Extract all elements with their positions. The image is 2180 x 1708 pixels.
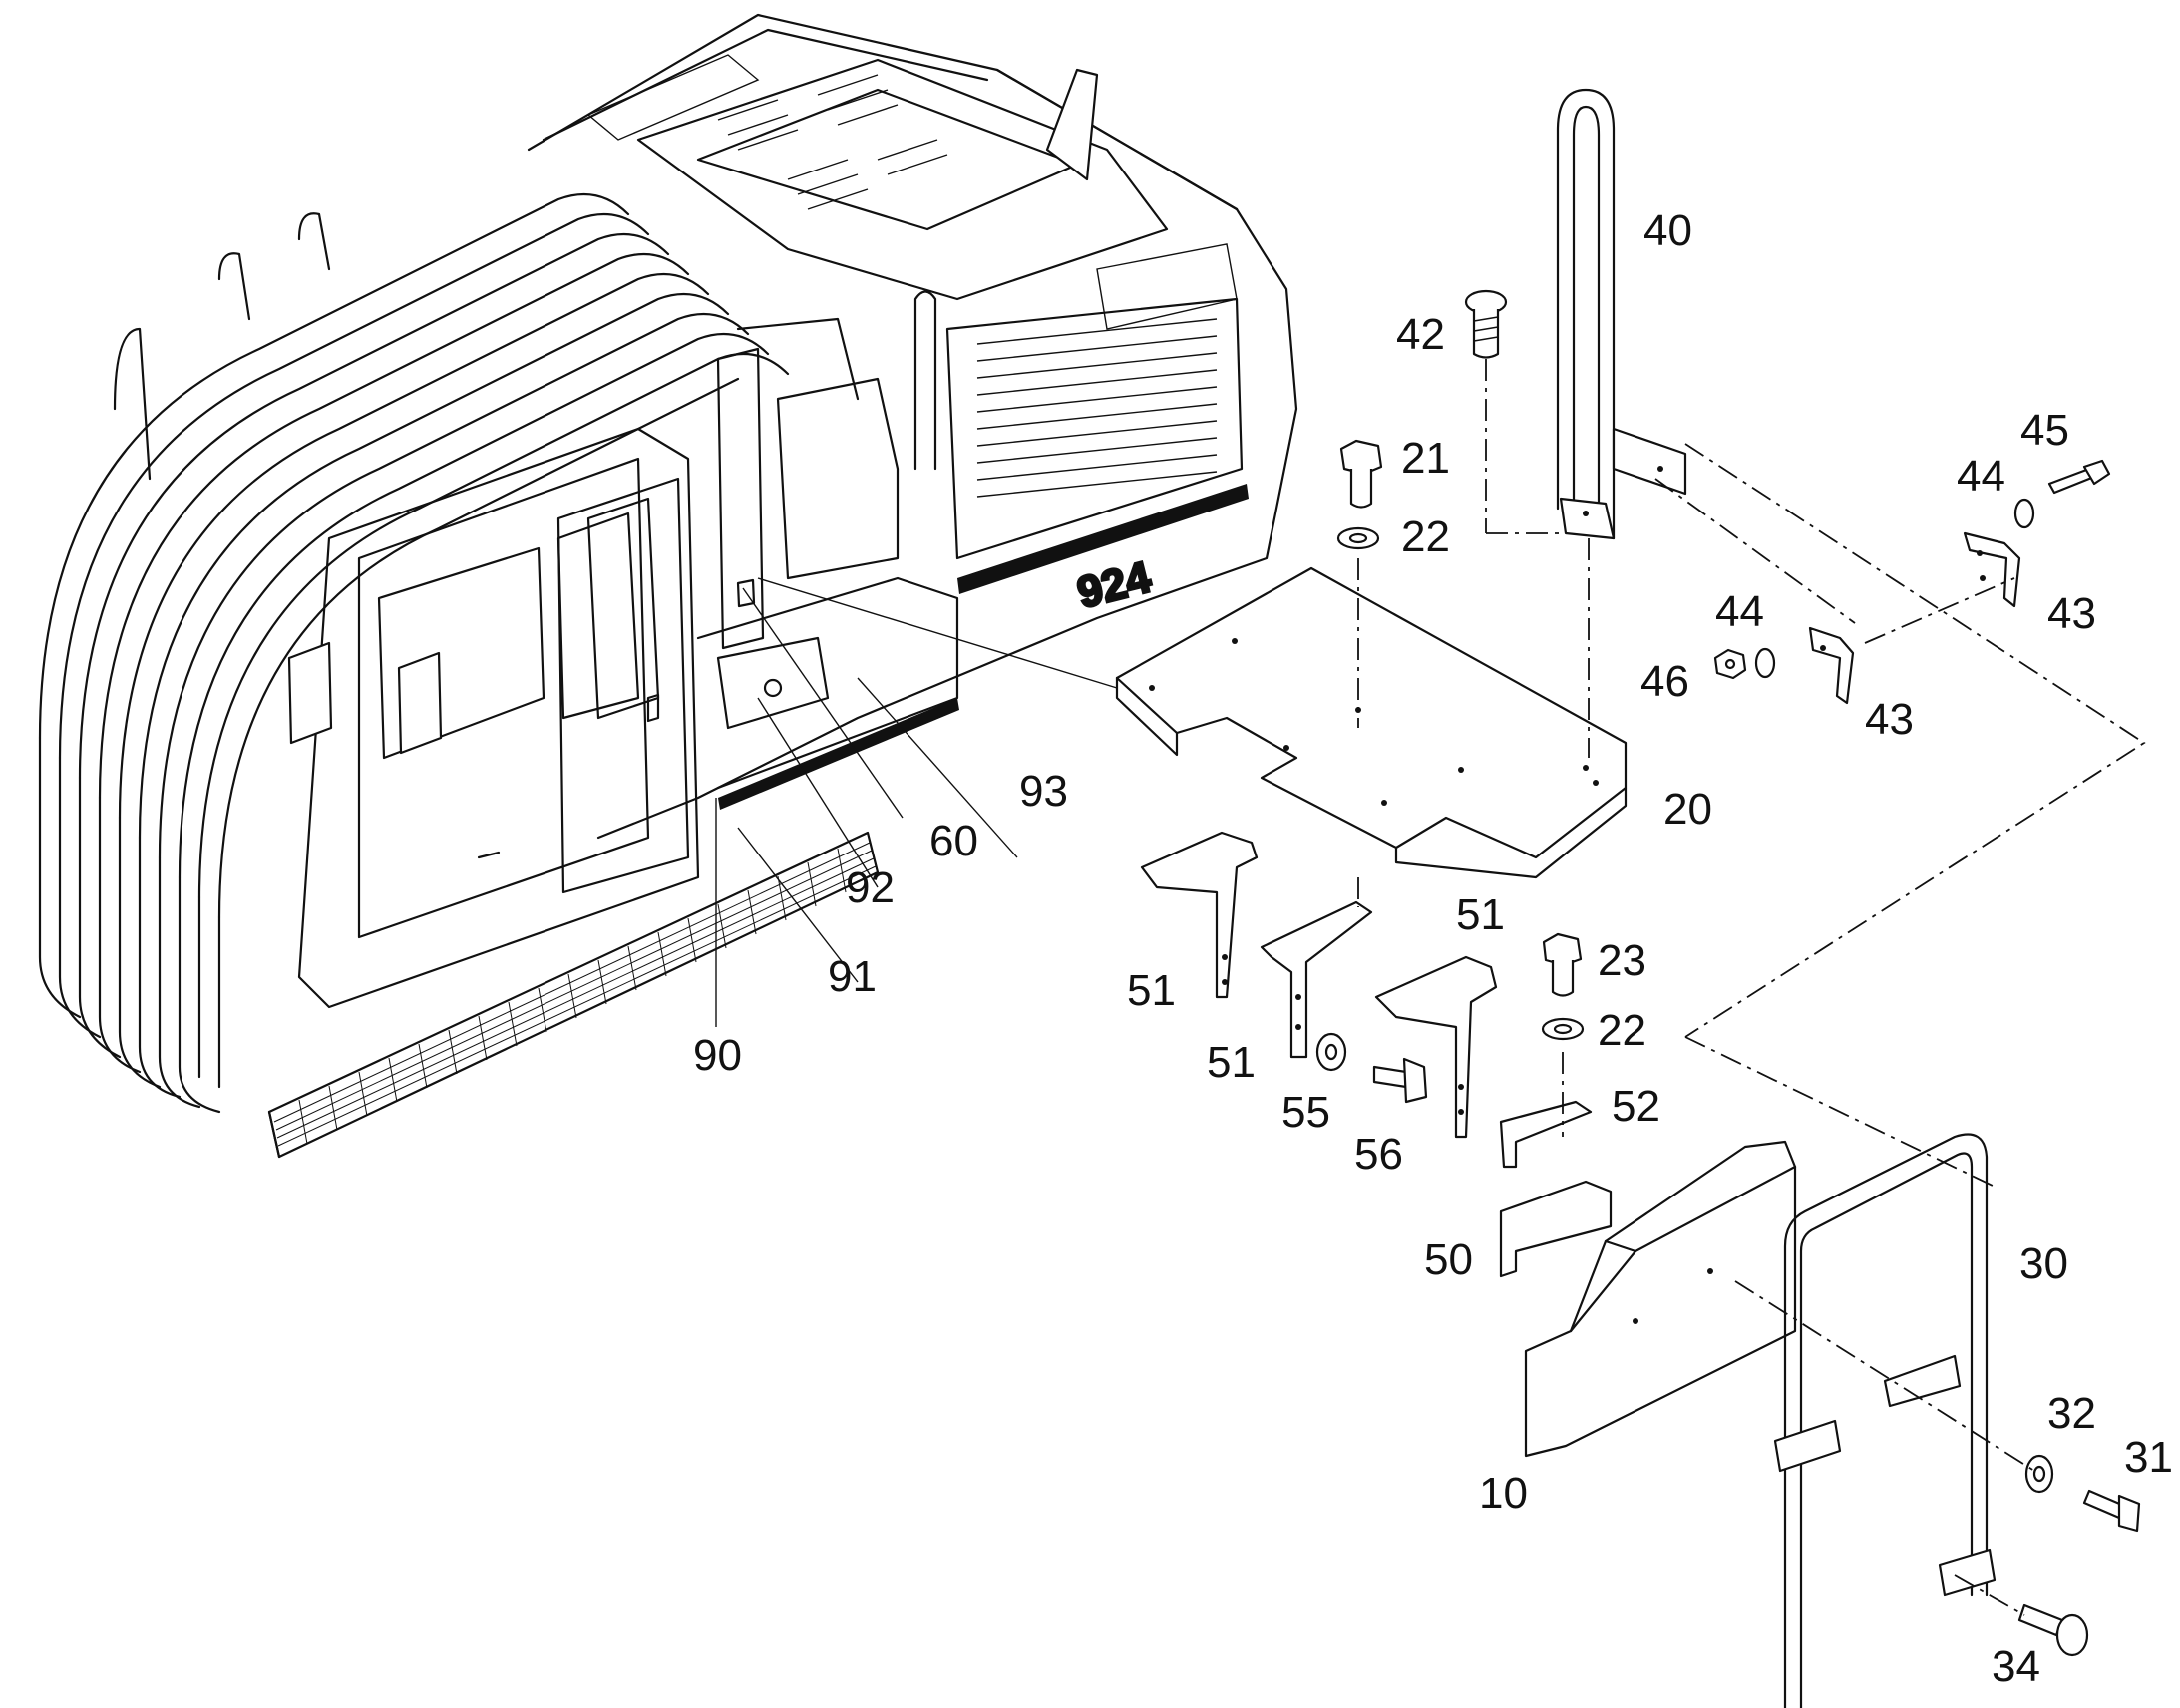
washer-22-bottom	[1541, 1017, 1585, 1041]
callout-55: 55	[1281, 1088, 1330, 1137]
washer-22-top	[1336, 526, 1380, 550]
callout-42: 42	[1396, 310, 1445, 359]
callout-45: 45	[2020, 406, 2069, 455]
handrail-part-40	[1556, 88, 1687, 540]
callout-56: 56	[1354, 1130, 1403, 1179]
bolt-45	[2047, 459, 2111, 495]
cab-guard-bars	[38, 192, 790, 1114]
leader-lines	[715, 577, 1118, 1027]
callout-20: 20	[1663, 785, 1712, 834]
washer-55	[1315, 1032, 1347, 1072]
bracket-50	[1499, 1180, 1613, 1278]
callout-51-mid: 51	[1207, 1038, 1256, 1087]
callout-91: 91	[828, 952, 877, 1001]
platform-plate	[1115, 566, 1628, 879]
bracket-52	[1499, 1100, 1593, 1169]
nut-46	[1713, 648, 1747, 680]
callout-46: 46	[1640, 657, 1689, 706]
bolt-56	[1372, 1057, 1428, 1104]
side-cover-part-10	[1524, 1140, 1797, 1458]
callout-92: 92	[846, 863, 895, 912]
callout-44-mid: 44	[1715, 587, 1764, 636]
bracket-43-mid	[1808, 626, 1855, 705]
callout-21: 21	[1401, 434, 1450, 483]
callout-60: 60	[929, 817, 978, 865]
model-number: 924	[1073, 552, 1157, 617]
bolt-21	[1339, 439, 1383, 509]
callout-93: 93	[1019, 767, 1068, 816]
callout-22-top: 22	[1401, 512, 1450, 561]
bolt-34	[2017, 1603, 2089, 1657]
bracket-51-b	[1260, 900, 1373, 1059]
callout-30: 30	[2019, 1239, 2068, 1288]
excavator-upperstructure: 924	[527, 13, 1298, 840]
callout-34: 34	[1992, 1642, 2040, 1691]
callout-50: 50	[1424, 1235, 1473, 1284]
bolt-23	[1542, 932, 1583, 997]
callout-labels: 40 42 21 22 45 44 43 44 46 43 20 93 60 9…	[693, 206, 2173, 1691]
callout-43-mid: 43	[1865, 695, 1914, 744]
bracket-51-a	[1140, 831, 1259, 999]
callout-40: 40	[1643, 206, 1692, 255]
bolt-31	[2082, 1489, 2141, 1533]
washer-44-top	[2013, 498, 2035, 529]
callout-32: 32	[2047, 1389, 2096, 1438]
callout-31: 31	[2124, 1433, 2173, 1482]
callout-22-bottom: 22	[1598, 1006, 1646, 1055]
bolt-42	[1464, 289, 1508, 359]
callout-10: 10	[1479, 1469, 1528, 1518]
bracket-43-top	[1963, 531, 2021, 608]
walkway-grating	[267, 831, 880, 1159]
assembly-centerlines	[1357, 359, 2146, 1616]
washer-32	[2024, 1454, 2054, 1494]
callout-44-top: 44	[1957, 452, 2005, 501]
bracket-51-c	[1374, 955, 1498, 1139]
callout-51-top: 51	[1456, 890, 1505, 939]
handrail-part-30	[1773, 1133, 1997, 1708]
callout-90: 90	[693, 1031, 742, 1080]
washer-44-mid	[1754, 647, 1776, 679]
callout-51-left: 51	[1127, 966, 1176, 1015]
callout-43-top: 43	[2047, 589, 2096, 638]
callout-52: 52	[1612, 1082, 1660, 1131]
callout-23: 23	[1598, 936, 1646, 985]
